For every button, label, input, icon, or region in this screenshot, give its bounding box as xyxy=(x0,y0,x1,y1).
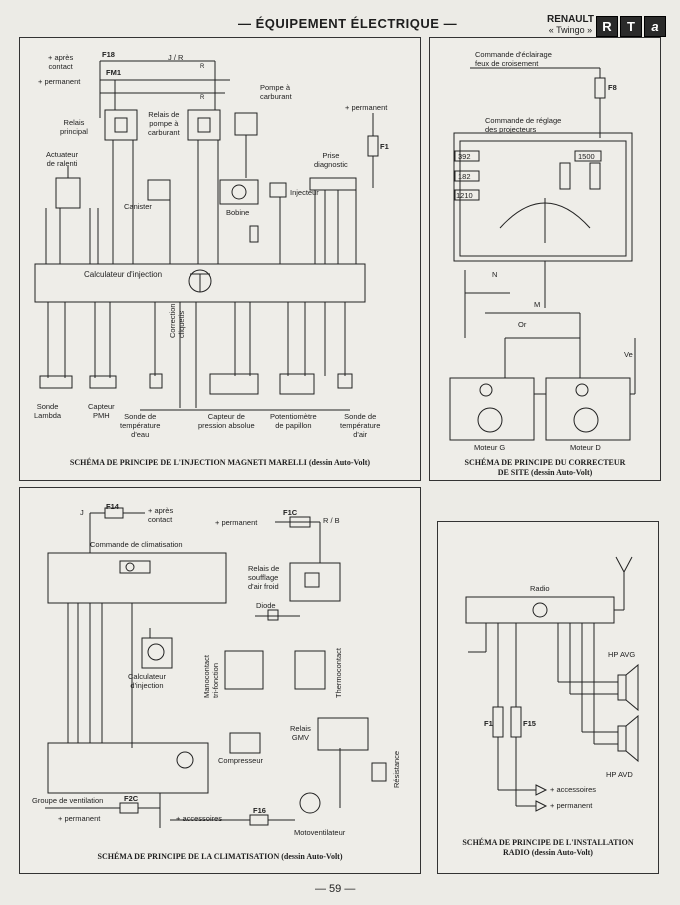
wire-n: N xyxy=(492,270,498,279)
wire-or: Or xyxy=(518,320,527,329)
fuse-f1: F1 xyxy=(380,142,389,151)
wire-j: J xyxy=(80,508,84,517)
fuse-f16: F16 xyxy=(253,806,266,815)
resistor-value: 1210 xyxy=(456,191,473,200)
panel-injection-diagram: R R + après contact + permanent F18 FM1 … xyxy=(19,37,421,481)
caption-climatisation: SCHÉMA DE PRINCIPE DE LA CLIMATISATION (… xyxy=(97,852,343,861)
label-relais-principal: Relais principal xyxy=(60,118,88,136)
label-moteur-g: Moteur G xyxy=(474,443,506,452)
label-accessoires: + accessoires xyxy=(176,814,223,823)
label-hp-avg: HP AVG xyxy=(608,650,636,659)
label-calculateur: Calculateur d'injection xyxy=(84,270,163,279)
label-radio: Radio xyxy=(530,584,550,593)
logo-letter: R xyxy=(596,16,618,37)
wire-jr: J / R xyxy=(168,53,184,62)
fuse-fm1: FM1 xyxy=(106,68,121,77)
page-title: — ÉQUIPEMENT ÉLECTRIQUE — xyxy=(238,16,458,31)
label-hp-avd: HP AVD xyxy=(606,770,633,779)
brand: RENAULT « Twingo » xyxy=(547,14,594,36)
rta-logo: R T a xyxy=(596,16,666,37)
label-relais-gmv: Relais GMV xyxy=(290,724,311,742)
label-moteur-d: Moteur D xyxy=(570,443,601,452)
label-bobine: Bobine xyxy=(226,208,250,217)
fuse-f14: F14 xyxy=(106,502,119,511)
label-sonde-lambda: Sonde Lambda xyxy=(34,402,62,420)
logo-letter: T xyxy=(620,16,642,37)
fuse-f8: F8 xyxy=(608,83,617,92)
injection-schematic: R R xyxy=(34,60,379,411)
fuse-f1: F1 xyxy=(484,719,493,728)
label-resistance: Résistance xyxy=(392,750,401,788)
radio-schematic xyxy=(465,556,639,812)
label-pompe: Pompe à carburant xyxy=(260,83,292,101)
panel-correcteur-site: Commande d'éclairage feux de croisement … xyxy=(429,37,661,481)
label-motoventilateur: Motoventilateur xyxy=(294,828,346,837)
brand-name: RENAULT xyxy=(546,14,594,25)
brand-model: « Twingo » xyxy=(548,25,593,35)
wire-ve: Ve xyxy=(624,350,633,359)
label-prise-diagnostic: Prise diagnostic xyxy=(314,151,348,169)
wire-label: R xyxy=(200,64,205,70)
panel-radio: Radio HP AVG HP AVD F1 F15 + accessoires… xyxy=(437,521,659,874)
panel-climatisation: F14 + après contact J + permanent F1C R … xyxy=(19,487,421,874)
label-actuateur: Actuateur de ralenti xyxy=(46,150,79,168)
label-commande-eclairage: Commande d'éclairage feux de croisement xyxy=(475,50,552,68)
fuse-f15: F15 xyxy=(523,719,536,728)
fuse-f1c: F1C xyxy=(283,508,298,517)
label-compresseur: Compresseur xyxy=(218,756,264,765)
page-number: — 59 — xyxy=(315,883,356,895)
logo-letter: a xyxy=(644,16,666,37)
label-canister: Canister xyxy=(124,202,152,211)
resistor-value: 1500 xyxy=(578,152,595,161)
resistor-value: 392 xyxy=(458,152,471,161)
caption-radio: SCHÉMA DE PRINCIPE DE L'INSTALLATION RAD… xyxy=(462,838,634,857)
wire-rb: R / B xyxy=(323,516,340,525)
fuse-f2c: F2C xyxy=(124,794,139,803)
label-sonde-air: Sonde de température d'air xyxy=(340,412,381,439)
label-sonde-eau: Sonde de température d'eau xyxy=(120,412,161,439)
climatisation-schematic xyxy=(45,507,387,828)
label-permanent: + permanent xyxy=(550,801,593,810)
label-accessoires: + accessoires xyxy=(550,785,597,794)
label-relais-soufflage: Relais de soufflage d'air froid xyxy=(248,564,280,591)
label-plus-permanent: + permanent xyxy=(215,518,258,527)
label-potentiometre: Potentiomètre de papillon xyxy=(270,412,317,430)
label-injecteur: Injecteur xyxy=(290,188,319,197)
label-groupe: Groupe de ventilation xyxy=(32,796,104,805)
label-calculateur-inj: Calculateur d'injection xyxy=(128,672,166,690)
label-thermocontact: Thermocontact xyxy=(334,647,343,698)
label-manocontact: Manocontact tri-fonction xyxy=(202,655,220,698)
label-commande-clim: Commande de climatisation xyxy=(90,540,183,549)
correcteur-schematic xyxy=(449,67,636,441)
label-correction: Correction cliquetis xyxy=(168,303,186,338)
label-apres-contact: + après contact xyxy=(148,506,174,524)
label-commande-reglage: Commande de réglage des projecteurs xyxy=(485,116,562,134)
label-plus-permanent: + permanent xyxy=(345,103,388,112)
resistor-value: 182 xyxy=(458,172,471,181)
label-capteur-pmh: Capteur PMH xyxy=(88,402,115,420)
label-diode: Diode xyxy=(256,601,276,610)
label-apres-contact: + après contact xyxy=(48,53,74,71)
label-permanent-bottom: + permanent xyxy=(58,814,101,823)
label-relais-pompe: Relais de pompe à carburant xyxy=(148,110,180,137)
label-permanent: + permanent xyxy=(38,77,81,86)
wire-m: M xyxy=(534,300,541,309)
label-capteur-pression: Capteur de pression absolue xyxy=(198,412,255,430)
wire-label: R xyxy=(200,95,205,101)
page-header: — ÉQUIPEMENT ÉLECTRIQUE — RENAULT « Twin… xyxy=(0,14,680,44)
fuse-f18: F18 xyxy=(102,50,115,59)
caption-injection: SCHÉMA DE PRINCIPE DE L'INJECTION MAGNET… xyxy=(69,458,371,467)
caption-correcteur: SCHÉMA DE PRINCIPE DU CORRECTEUR DE SITE… xyxy=(464,458,626,477)
